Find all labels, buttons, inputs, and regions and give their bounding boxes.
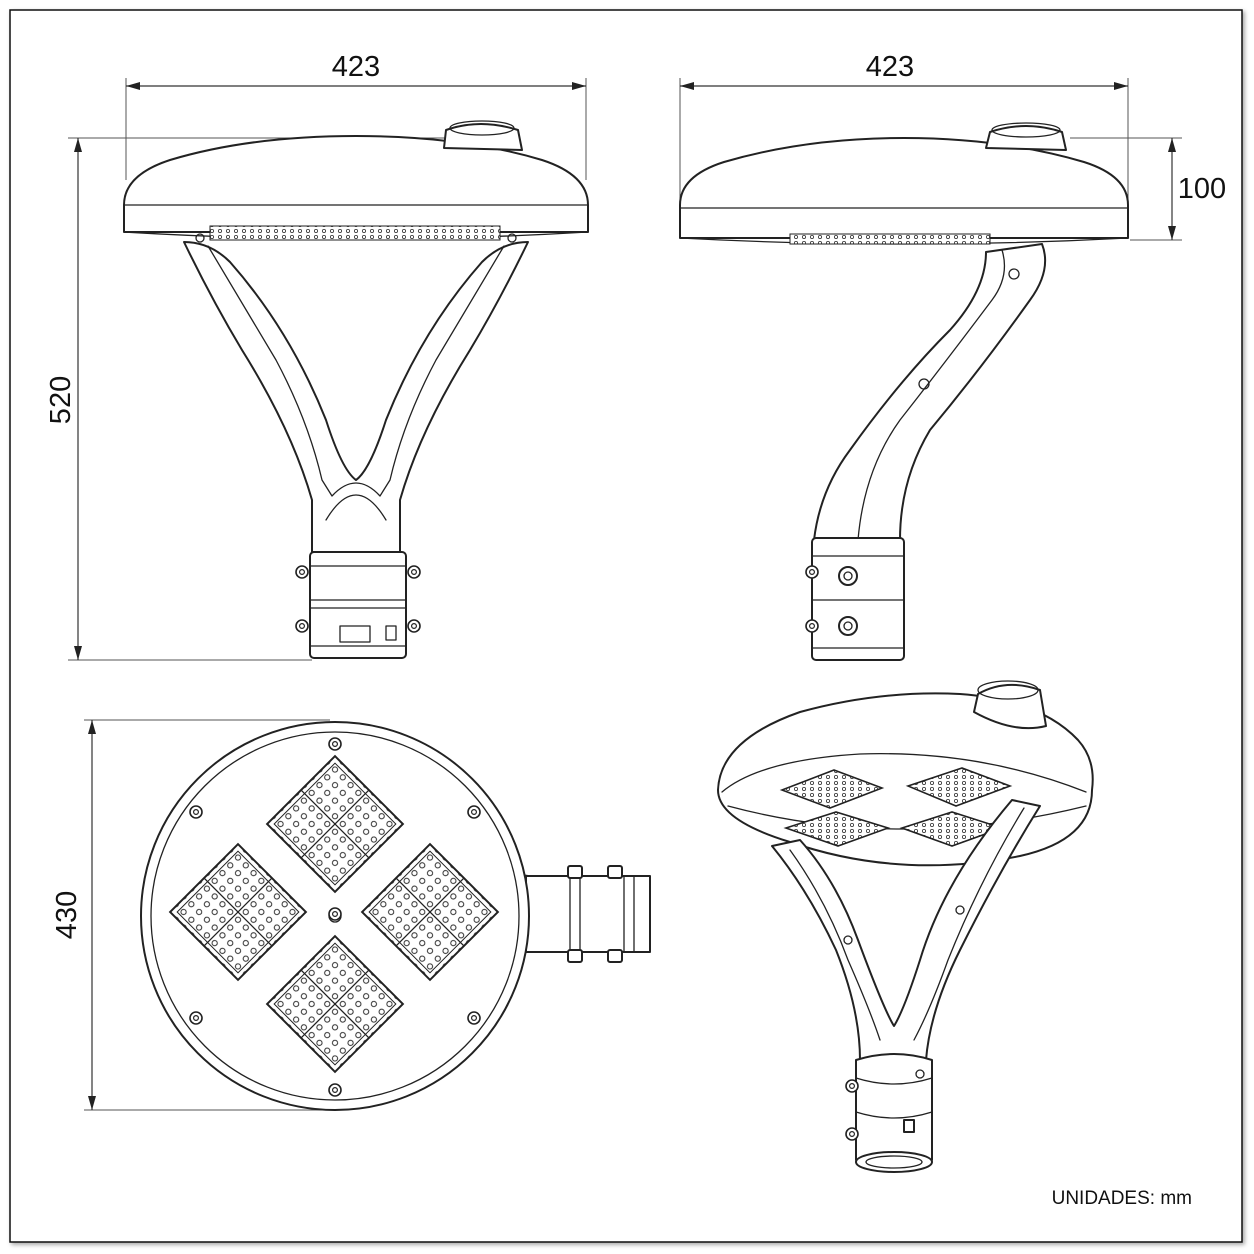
side-width-dimension: 423 — [866, 51, 914, 83]
top-view: 430 — [51, 719, 651, 1111]
perspective-view — [717, 680, 1094, 1173]
front-view: 423 520 — [45, 51, 589, 661]
units-label: UNIDADES: mm — [1052, 1188, 1192, 1209]
side-view: 423 100 — [679, 51, 1226, 661]
total-height-dimension: 520 — [45, 376, 77, 424]
head-height-dimension: 100 — [1178, 173, 1226, 205]
front-width-dimension: 423 — [332, 51, 380, 83]
diameter-dimension: 430 — [51, 891, 83, 939]
